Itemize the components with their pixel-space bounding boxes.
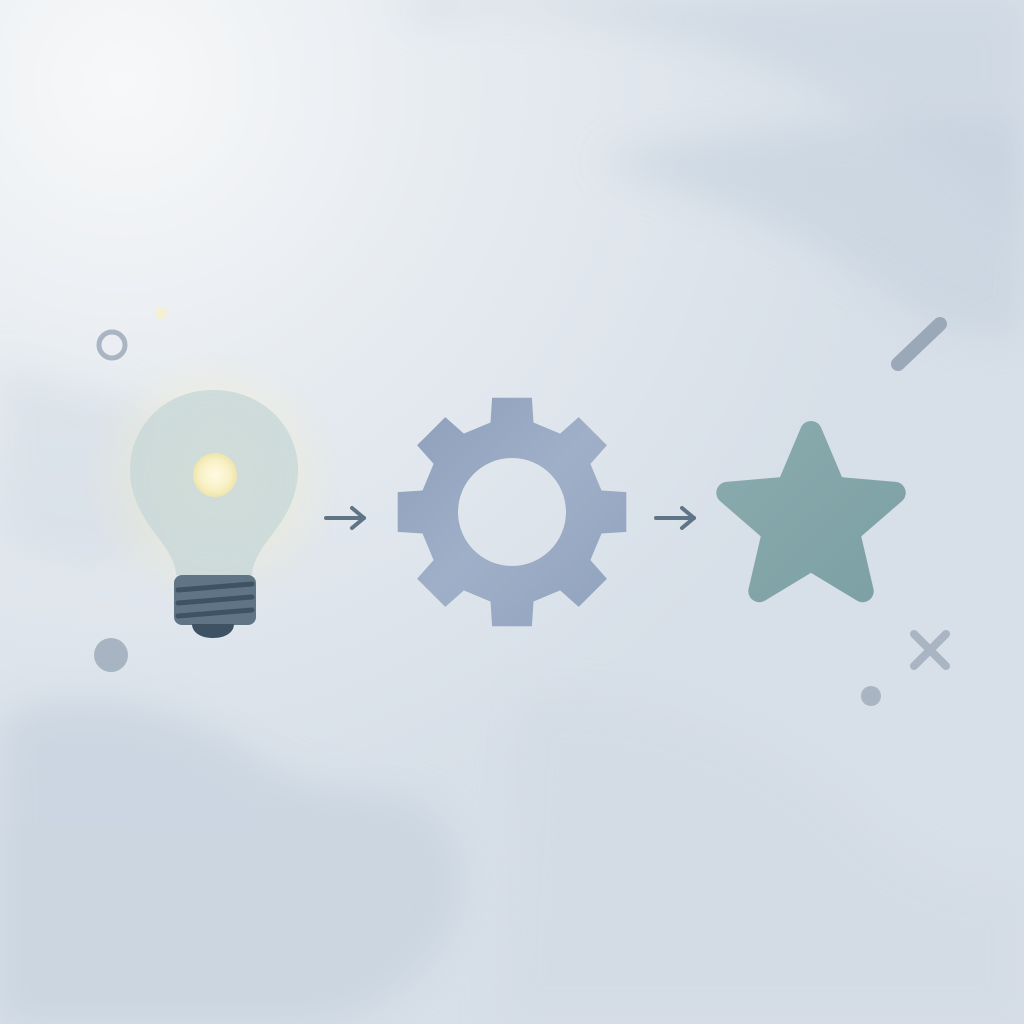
bulb-filament [193,453,237,497]
dot-icon [861,686,881,706]
lightbulb-icon [83,350,343,638]
bulb-threads [175,581,255,619]
dot-icon [155,307,167,319]
dot-icon [94,638,128,672]
arrow-right-icon [654,506,696,530]
arrow-right-icon [324,506,366,530]
gear-icon [397,397,627,627]
dash-icon [891,317,947,371]
ring-icon [96,329,128,361]
star-icon [716,421,906,603]
bulb-tip [192,624,234,638]
x-mark-icon [910,630,950,670]
